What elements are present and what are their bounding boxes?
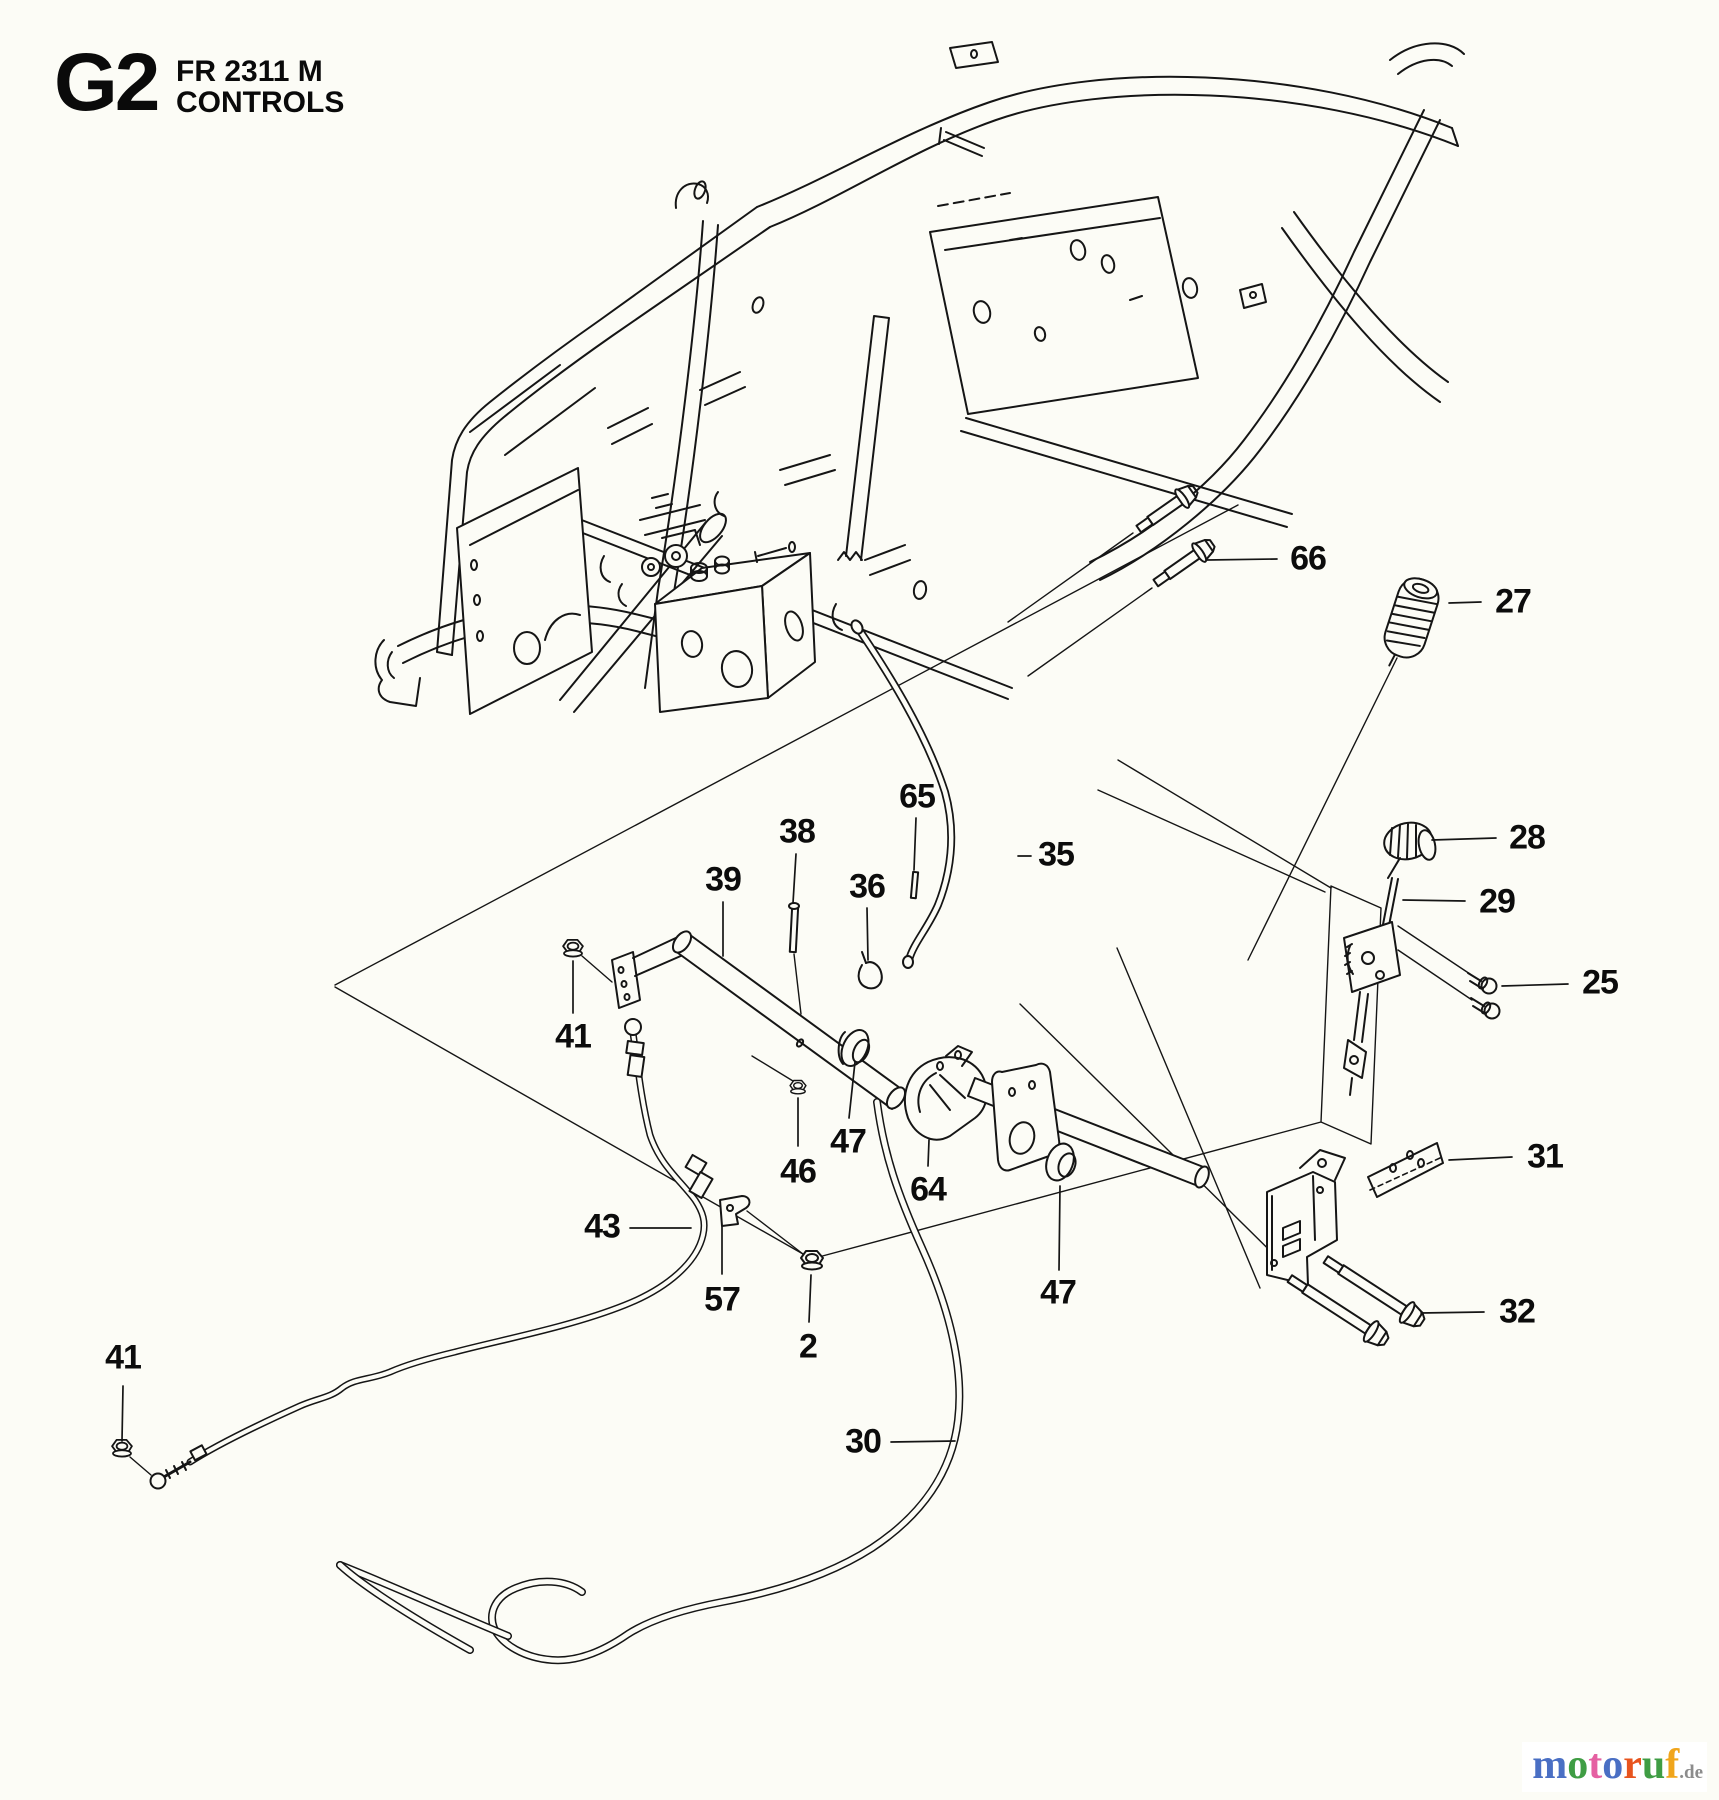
clamp-57 xyxy=(719,1195,751,1227)
bolt-66-pair xyxy=(1135,484,1216,588)
watermark-letters: motoruf xyxy=(1532,1742,1680,1788)
lever-29 xyxy=(1343,857,1401,1096)
part-label-25: 25 xyxy=(1582,963,1619,1002)
part-label-66: 66 xyxy=(1290,539,1327,578)
pin-65 xyxy=(909,870,920,900)
leader-lines xyxy=(121,558,1569,1443)
part-label-41-upper: 41 xyxy=(555,1017,592,1056)
section-code: G2 xyxy=(54,37,160,128)
rod-35 xyxy=(850,619,956,969)
part-label-29: 29 xyxy=(1479,882,1516,921)
pin-38 xyxy=(788,902,800,954)
part-label-39: 39 xyxy=(705,860,742,899)
model-name: FR 2311 M xyxy=(176,55,323,88)
part-label-43: 43 xyxy=(584,1207,621,1246)
frame-drawing xyxy=(374,41,1465,715)
part-label-38: 38 xyxy=(779,812,816,851)
shaft-and-plate xyxy=(967,1062,1210,1189)
clip-36 xyxy=(857,951,883,990)
knob-27 xyxy=(1383,577,1440,667)
part-label-64: 64 xyxy=(910,1170,947,1209)
bushing-47-lower xyxy=(1045,1142,1077,1182)
part-label-41-lower: 41 xyxy=(105,1338,142,1377)
cable-43 xyxy=(149,1018,714,1490)
bushing-47-upper xyxy=(837,1029,871,1067)
watermark-suffix: .de xyxy=(1679,1762,1703,1783)
part-label-36: 36 xyxy=(849,867,886,906)
part-label-35: 35 xyxy=(1038,835,1075,874)
part-label-65: 65 xyxy=(899,777,936,816)
knob-28 xyxy=(1383,821,1437,861)
part-label-31: 31 xyxy=(1527,1137,1564,1176)
part-label-47-lower: 47 xyxy=(1040,1273,1077,1312)
cable-30 xyxy=(336,1098,964,1665)
part-label-28: 28 xyxy=(1509,818,1546,857)
bolt-32-pair xyxy=(1286,1255,1426,1347)
part-label-27: 27 xyxy=(1495,582,1532,621)
part-label-2: 2 xyxy=(799,1327,818,1366)
nut-46 xyxy=(789,1079,807,1095)
watermark-logo[interactable]: motoruf.de xyxy=(1522,1742,1707,1792)
part-label-30: 30 xyxy=(845,1422,882,1461)
bracket-31 xyxy=(1266,1142,1444,1286)
screw-25-pair xyxy=(1467,972,1501,1020)
part-label-47-upper: 47 xyxy=(830,1122,867,1161)
part-label-57: 57 xyxy=(704,1280,741,1319)
nut-41-upper xyxy=(562,938,584,958)
nut-2 xyxy=(800,1250,824,1271)
part-label-32: 32 xyxy=(1499,1292,1536,1331)
construction-lines xyxy=(129,504,1473,1476)
lever-64 xyxy=(903,1045,988,1141)
nut-41-lower xyxy=(111,1438,133,1458)
section-title: CONTROLS xyxy=(176,86,345,119)
part-label-46: 46 xyxy=(780,1152,817,1191)
